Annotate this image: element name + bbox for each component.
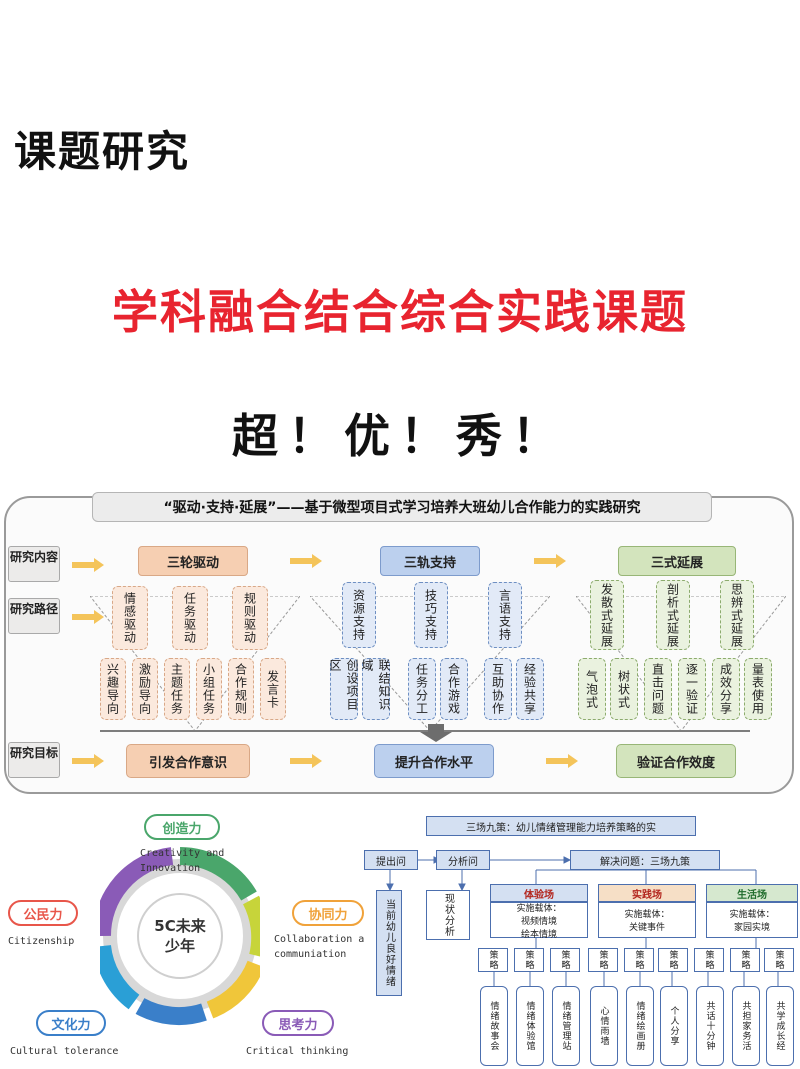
page-heading-red: 学科融合结合综合实践课题 <box>112 285 688 339</box>
row-label-goal: 研究目标 <box>8 742 60 778</box>
page-heading-small: 课题研究 <box>14 127 191 176</box>
box-analytic-extend: 剖析式延展 <box>656 580 690 650</box>
box-tree: 树状式 <box>610 658 638 720</box>
strategy-item: 情绪管理站 <box>552 986 580 1066</box>
arrow-icon <box>290 754 322 768</box>
box-language-support: 言语支持 <box>488 582 522 648</box>
analyze-problem: 分析问 <box>436 850 490 870</box>
box-theme-task: 主题任务 <box>164 658 190 720</box>
field-life-detail: 实施载体：家园实境 <box>706 902 798 938</box>
five-c-ring <box>100 847 260 1025</box>
strategy-label: 策略 <box>588 948 618 972</box>
field-practice-detail: 实施载体：关键事件 <box>598 902 696 938</box>
box-interest: 兴趣导向 <box>100 658 126 720</box>
strategy-label: 策略 <box>624 948 654 972</box>
strategy-item: 心情雨墙 <box>590 986 618 1066</box>
strategy-label: 策略 <box>658 948 688 972</box>
row-label-path: 研究路径 <box>8 598 60 634</box>
field-practice: 实践场 <box>598 884 696 902</box>
strategy-item: 情绪故事会 <box>480 986 508 1066</box>
box-link-knowledge: 联结知识域 <box>360 658 391 720</box>
arrow-icon <box>290 554 322 568</box>
diagram-title: “驱动·支持·延展”——基于微型项目式学习培养大班幼儿合作能力的实践研究 <box>92 492 712 522</box>
arrow-icon <box>72 610 104 624</box>
box-direct-problem: 直击问题 <box>644 658 672 720</box>
strategy-item: 共学成长经 <box>766 986 794 1066</box>
arrow-icon <box>534 554 566 568</box>
header-three-support: 三轨支持 <box>380 546 480 576</box>
pill-critical: 思考力 <box>262 1010 334 1036</box>
box-task-division: 任务分工 <box>408 658 436 720</box>
field-experience: 体验场 <box>490 884 588 902</box>
strategy-item: 个人分享 <box>660 986 688 1066</box>
box-group-task: 小组任务 <box>196 658 222 720</box>
strategy-item: 共担家务活 <box>732 986 760 1066</box>
box-coop-game: 合作游戏 <box>440 658 468 720</box>
caption-critical: Critical thinking <box>246 1046 349 1057</box>
box-divergent-extend: 发散式延展 <box>590 580 624 650</box>
box-critical-extend: 思辨式延展 <box>720 580 754 650</box>
strategy-label: 策略 <box>478 948 508 972</box>
down-arrow-icon <box>420 724 452 742</box>
box-task-drive: 任务驱动 <box>172 586 208 650</box>
strategy-item: 情绪绘画册 <box>626 986 654 1066</box>
strategy-label: 策略 <box>550 948 580 972</box>
box-speak-card: 发言卡 <box>260 658 286 720</box>
solve-problem: 解决问题：三场九策 <box>570 850 720 870</box>
goal-effect: 验证合作效度 <box>616 744 736 778</box>
divider-line <box>100 730 750 732</box>
pill-collaboration: 协同力 <box>292 900 364 926</box>
box-emotion-drive: 情感驱动 <box>112 586 148 650</box>
header-three-drive: 三轮驱动 <box>138 546 248 576</box>
caption-culture: Cultural tolerance <box>10 1046 119 1057</box>
box-skill-support: 技巧支持 <box>414 582 448 648</box>
strategy-item: 情绪体验馆 <box>516 986 544 1066</box>
box-bubble: 气泡式 <box>578 658 606 720</box>
row-label-content: 研究内容 <box>8 546 60 582</box>
five-c-center: 5C未来少年 <box>154 917 206 955</box>
emotion-strategy-diagram: 三场九策：幼儿情绪管理能力培养策略的实 提出问 分析问 解决问题：三场九策 当前… <box>360 806 800 1069</box>
arrow-icon <box>72 558 104 572</box>
current-status-box: 当前幼儿良好情绪 <box>376 890 402 996</box>
goal-awareness: 引发合作意识 <box>126 744 250 778</box>
box-rule-drive: 规则驱动 <box>232 586 268 650</box>
header-three-extend: 三式延展 <box>618 546 736 576</box>
box-resource-support: 资源支持 <box>342 582 376 648</box>
box-scale-use: 量表使用 <box>744 658 772 720</box>
strategy-item: 共话十分钟 <box>696 986 724 1066</box>
box-verify: 逐一验证 <box>678 658 706 720</box>
research-diagram: “驱动·支持·延展”——基于微型项目式学习培养大班幼儿合作能力的实践研究 研究内… <box>0 488 800 800</box>
box-mutual-help: 互助协作 <box>484 658 512 720</box>
connector-lines <box>386 856 779 986</box>
strategy-label: 策略 <box>694 948 724 972</box>
status-analysis-box: 现状分析 <box>426 890 470 940</box>
strategy-label: 策略 <box>730 948 760 972</box>
strategy-label: 策略 <box>514 948 544 972</box>
raise-problem: 提出问 <box>364 850 418 870</box>
pill-creativity: 创造力 <box>144 814 220 840</box>
box-incentive: 激励导向 <box>132 658 158 720</box>
box-result-share: 成效分享 <box>712 658 740 720</box>
caption-citizenship: Citizenship <box>8 936 75 947</box>
pill-culture: 文化力 <box>36 1010 106 1036</box>
pill-citizenship: 公民力 <box>8 900 78 926</box>
page-heading-exclaim: 超！优！秀！ <box>232 409 568 463</box>
strategy-label: 策略 <box>764 948 794 972</box>
strategy-title: 三场九策：幼儿情绪管理能力培养策略的实 <box>426 816 696 836</box>
box-coop-rule: 合作规则 <box>228 658 254 720</box>
box-share-exp: 经验共享 <box>516 658 544 720</box>
field-experience-detail: 实施载体：视频情境绘本情境 <box>490 902 588 940</box>
arrow-icon <box>72 754 104 768</box>
arrow-icon <box>546 754 578 768</box>
field-life: 生活场 <box>706 884 798 902</box>
goal-level: 提升合作水平 <box>374 744 494 778</box>
box-create-area: 创设项目区 <box>328 658 359 720</box>
